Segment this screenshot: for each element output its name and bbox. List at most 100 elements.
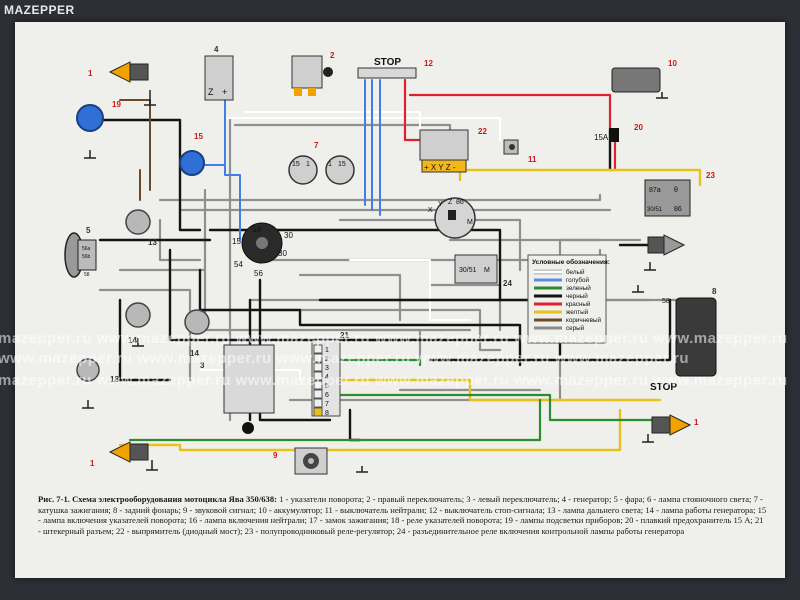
legend-label: белый (566, 268, 585, 276)
red-wires (403, 78, 617, 172)
num-23: 23 (706, 171, 715, 180)
z86-x-label: X (428, 207, 433, 214)
neutral-lamp-connector (434, 197, 476, 239)
legend: Условные обозначения: белыйголубойзелены… (532, 258, 610, 332)
high-beam-lamp (125, 209, 151, 235)
legend-items: белыйголубойзеленыйчерныйкрасныйжелтыйко… (534, 268, 601, 332)
relay-3051-label: 30/51 (459, 267, 477, 274)
relay-m-label: M (484, 267, 490, 274)
connector-pin-label: 4 (325, 374, 329, 381)
terminal-labels: STOP STOP 15A Z + + X Y Z - 87a θ 30/51 … (82, 57, 682, 393)
hl-56b-label: 56b (82, 254, 91, 260)
num-2: 2 (330, 51, 335, 60)
component-numbers: 1 1 1 2 3 4 5 7 8 9 10 11 12 13 14 14 15… (86, 45, 717, 468)
ignition-coil (288, 155, 355, 185)
reg-86-label: 86 (674, 206, 682, 213)
num-14b: 14 (190, 349, 199, 358)
legend-label: красный (566, 300, 591, 308)
connector-pin-box (313, 398, 323, 408)
connector-pin-label: 3 (325, 365, 329, 372)
turn-indicator-front-right (647, 234, 686, 256)
headlight (64, 232, 97, 278)
generator-warning-lamp-b (184, 309, 210, 335)
num-22: 22 (478, 127, 487, 136)
wires (90, 78, 702, 452)
reg-3051-label: 30/51 (647, 207, 663, 213)
connector-pin-label: 1 (325, 347, 329, 354)
ignition-lock (241, 222, 283, 264)
connector-pin-label: 6 (325, 392, 329, 399)
num-14a: 14 (128, 336, 137, 345)
connector-pin-box (313, 362, 323, 372)
horn (294, 447, 328, 475)
left-switch-knob (242, 422, 254, 434)
right-switch (291, 55, 333, 96)
num-18: 18 (110, 375, 119, 384)
voltage-regulator (644, 179, 691, 217)
num-9: 9 (273, 451, 278, 460)
z86-m-label: M (467, 219, 473, 226)
legend-label: голубой (566, 276, 590, 284)
watermark-1: mazepper.ru www.mazepper.ru www.mazepper… (0, 330, 788, 347)
num-4: 4 (214, 45, 219, 54)
turn-indicator-rear-right (651, 414, 692, 436)
yellow-wires (118, 168, 702, 452)
connector-pin-label: 8 (325, 410, 329, 417)
neutral-switch (503, 139, 519, 155)
blue-wires (196, 79, 381, 241)
caption-title: Рис. 7-1. Схема электрооборудования мото… (38, 494, 277, 504)
disconnect-relay (454, 254, 498, 284)
components (64, 55, 717, 475)
z86-z-label: Z (448, 199, 453, 206)
reg-87a-label: 87a (649, 187, 661, 194)
connector-pin-label: 5 (325, 383, 329, 390)
lock-54-label: 54 (234, 260, 243, 269)
fuse (609, 128, 619, 142)
lock-30b-label: 30 (278, 249, 287, 258)
tail-light (675, 297, 717, 377)
num-1c: 1 (694, 418, 699, 427)
stop-top-label: STOP (374, 57, 401, 68)
num-13: 13 (148, 238, 157, 247)
turn-signal-indicator-lamp (179, 150, 205, 176)
turn-indicator-front-left (108, 61, 149, 83)
legend-title: Условные обозначения: (532, 258, 610, 266)
instrument-light-lamp (76, 104, 104, 132)
reg-theta-label: θ (674, 187, 678, 194)
legend-label: зеленый (566, 284, 591, 292)
connector-pin-box (313, 380, 323, 390)
brake-light-switch (357, 67, 417, 79)
num-5: 5 (86, 226, 91, 235)
coil-1b-label: 1 (328, 161, 332, 168)
num-10: 10 (668, 59, 677, 68)
legend-label: серый (566, 324, 585, 332)
watermark-3: mazepper.ru www.mazepper.ru www.mazepper… (0, 372, 788, 389)
connector-pin-box (313, 353, 323, 363)
tail-58-label: 58 (662, 298, 670, 305)
connector-pin-box (313, 371, 323, 381)
turn-signal-relay (76, 358, 100, 382)
connector-pin-label: 7 (325, 401, 329, 408)
z86-86-label: 86 (456, 199, 464, 206)
legend-label: черный (566, 292, 588, 300)
num-1b: 1 (90, 459, 95, 468)
legend-label: коричневый (566, 316, 601, 324)
watermark-2: www.mazepper.ru www.mazepper.ru www.maze… (0, 350, 690, 367)
hl-58-label: 58 (84, 272, 90, 278)
lock-30a-label: 30 (284, 231, 293, 240)
num-24: 24 (503, 279, 512, 288)
num-19: 19 (112, 100, 121, 109)
rect-pins-label: + X Y Z - (424, 163, 456, 172)
connector-pin-box (313, 407, 323, 417)
coil-1a-label: 1 (306, 161, 310, 168)
left-switch (223, 344, 275, 414)
ground-symbols (82, 90, 668, 473)
hl-56a-label: 56a (82, 246, 91, 252)
fuse-label: 15A (594, 133, 609, 142)
num-15: 15 (194, 132, 203, 141)
site-logo: MAZEPPER (4, 3, 75, 17)
lock-56-label: 56 (254, 269, 263, 278)
connector-pin-box (313, 389, 323, 399)
